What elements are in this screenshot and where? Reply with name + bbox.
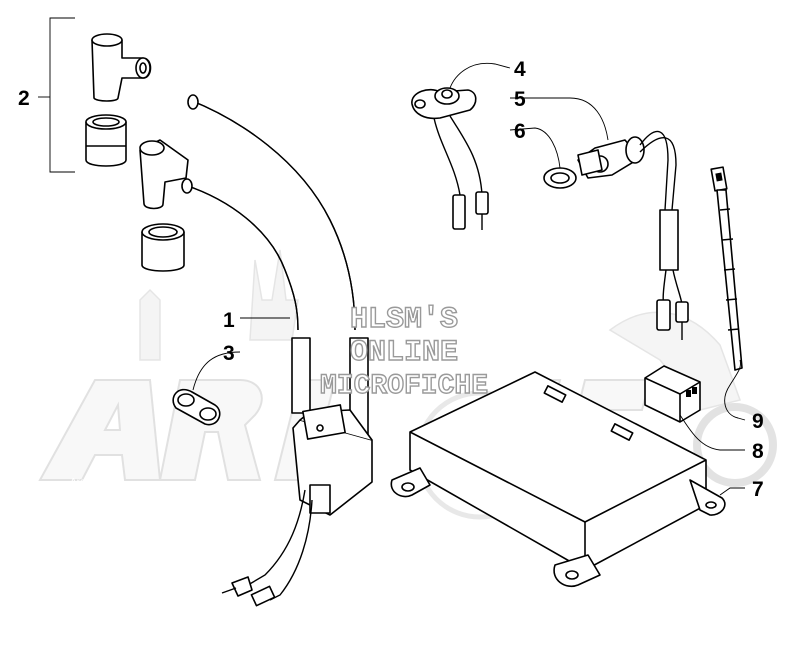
boot-seal-lower <box>141 223 185 272</box>
part-1-ignition-coil <box>181 94 373 607</box>
leader-lines <box>192 62 746 496</box>
part-9-cable-tie <box>710 166 743 371</box>
callout-1: 1 <box>223 309 235 332</box>
spark-plug-cap-lower <box>139 139 189 210</box>
hlsm-watermark-text: HLSM'S ONLINE MICROFICHE <box>319 302 488 402</box>
watermark-line-3: MICROFICHE <box>320 371 488 402</box>
callout-2: 2 <box>18 87 30 110</box>
part-2-spark-plug-cap-upper <box>91 33 152 102</box>
part-2-bracket <box>38 17 75 173</box>
callout-labels: 1 2 3 4 5 6 7 8 9 <box>18 58 764 501</box>
part-7-cdi-module <box>390 371 726 587</box>
callout-4: 4 <box>514 58 526 81</box>
logo-word: Arctic Cat <box>70 477 114 488</box>
watermark-line-1: HLSM'S <box>350 303 458 337</box>
watermark-line-2: ONLINE <box>350 336 458 370</box>
callout-7: 7 <box>752 478 764 501</box>
part-6-washer <box>543 167 577 189</box>
part-5-temperature-sensor <box>577 130 689 340</box>
part-4-sensor <box>411 87 489 230</box>
part-8-connector-cover <box>644 365 701 423</box>
part-3-clip <box>172 388 221 426</box>
callout-8: 8 <box>752 440 764 463</box>
callout-6: 6 <box>514 120 526 143</box>
callout-5: 5 <box>514 88 526 111</box>
callout-9: 9 <box>752 410 764 433</box>
part-2-boot-seal-upper <box>85 114 127 167</box>
callout-3: 3 <box>223 342 235 365</box>
